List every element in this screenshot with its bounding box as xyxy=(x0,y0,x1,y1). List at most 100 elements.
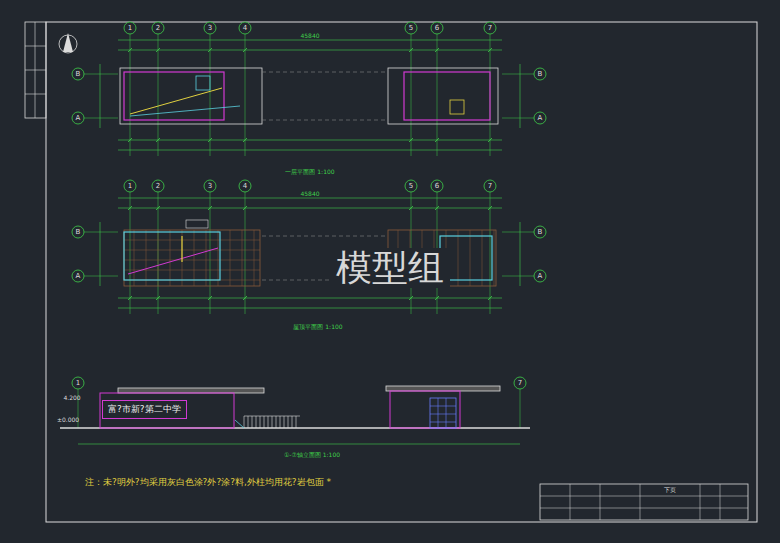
cad-line xyxy=(488,138,492,142)
axis-bubble xyxy=(534,226,546,238)
axis-bubble xyxy=(431,22,443,34)
axis-number: 2 xyxy=(156,25,160,32)
sign-text: 富?市新?第二中学 xyxy=(108,404,181,415)
cad-line xyxy=(206,230,207,286)
axis-bubble xyxy=(405,180,417,192)
axis-number: 4 xyxy=(243,25,247,32)
axis-number: 1 xyxy=(128,25,132,32)
cad-outline xyxy=(124,230,260,286)
cad-line xyxy=(700,484,701,520)
cad-line xyxy=(118,40,502,41)
axis-bubble xyxy=(152,22,164,34)
cad-line xyxy=(194,230,195,286)
axis-number: 7 xyxy=(518,380,522,387)
drawing-label: 4.200 xyxy=(63,395,80,401)
axis-bubble xyxy=(204,180,216,192)
cad-line xyxy=(430,406,456,407)
axis-bubble xyxy=(534,270,546,282)
cad-line xyxy=(118,140,502,141)
cad-line xyxy=(520,64,521,128)
cad-outline xyxy=(388,68,498,124)
cad-line xyxy=(502,276,534,277)
cad-line xyxy=(430,414,456,415)
axis-bubble xyxy=(239,22,251,34)
cad-line xyxy=(230,230,231,286)
cad-line xyxy=(158,192,159,314)
cad-line xyxy=(540,508,748,509)
axis-bubble xyxy=(514,377,526,389)
axis-number: 6 xyxy=(435,25,439,32)
axis-number: A xyxy=(76,115,81,122)
cad-line xyxy=(208,48,212,52)
axis-number: 4 xyxy=(243,183,247,190)
cad-line xyxy=(435,296,439,300)
cad-line xyxy=(296,416,297,428)
cad-line xyxy=(409,206,413,210)
axis-bubble xyxy=(484,22,496,34)
axis-bubble xyxy=(72,112,84,124)
axis-number: A xyxy=(538,115,543,122)
cad-line xyxy=(244,416,300,417)
cad-line xyxy=(482,230,483,286)
cad-line xyxy=(435,48,439,52)
cad-line xyxy=(118,50,502,51)
axis-bubble xyxy=(72,377,84,389)
axis-bubble xyxy=(152,180,164,192)
cad-line xyxy=(208,138,212,142)
drawing-label: 下页 xyxy=(664,487,676,493)
cad-outline xyxy=(120,68,262,124)
axis-number: 3 xyxy=(208,183,212,190)
cad-outline xyxy=(196,76,210,90)
cad-line xyxy=(84,118,118,119)
cad-line xyxy=(540,496,748,497)
cad-outline xyxy=(118,388,264,393)
cad-outline xyxy=(430,398,456,428)
cad-line xyxy=(100,222,101,286)
drawing-label: 屋顶平面图 1:100 xyxy=(293,324,342,330)
cad-line xyxy=(118,308,502,309)
axis-number: A xyxy=(538,273,543,280)
cad-line xyxy=(284,416,285,428)
cad-line xyxy=(244,416,245,428)
cad-line xyxy=(490,192,491,314)
drawing-label: ①-⑦轴立面图 1:100 xyxy=(284,452,340,458)
cad-outline xyxy=(450,100,464,114)
axis-number: 5 xyxy=(409,183,413,190)
cad-line xyxy=(130,192,131,314)
cad-line xyxy=(600,484,601,520)
cad-line xyxy=(470,230,471,286)
cad-line xyxy=(243,138,247,142)
cad-line xyxy=(488,206,492,210)
axis-number: 7 xyxy=(488,25,492,32)
drawing-label: 注：未?明外?均采用灰白色涂?外?涂?料,外柱均用花?岩包面 * xyxy=(85,478,331,487)
cad-line xyxy=(134,230,135,286)
axis-bubble xyxy=(204,22,216,34)
cad-line xyxy=(130,106,240,116)
cad-line xyxy=(100,64,101,128)
cad-line xyxy=(128,248,218,274)
cad-line xyxy=(488,296,492,300)
drawing-label: 一层平面图 1:100 xyxy=(285,169,334,175)
cad-line xyxy=(118,198,502,199)
cad-line xyxy=(208,206,212,210)
cad-line xyxy=(170,230,171,286)
cad-line xyxy=(218,230,219,286)
cad-line xyxy=(128,296,132,300)
cad-line xyxy=(124,250,260,251)
cad-line xyxy=(243,296,247,300)
cad-line xyxy=(118,208,502,209)
cad-line xyxy=(292,416,293,428)
cad-outline xyxy=(124,232,220,280)
cad-outline xyxy=(540,484,748,520)
cad-line xyxy=(502,232,534,233)
cad-line xyxy=(254,230,255,286)
cad-line xyxy=(118,150,502,151)
cad-line xyxy=(245,34,246,156)
cad-line xyxy=(264,416,265,428)
cad-line xyxy=(488,48,492,52)
cad-line xyxy=(35,22,36,118)
cad-line xyxy=(25,70,46,71)
cad-outline xyxy=(100,393,234,428)
axis-number: 2 xyxy=(156,183,160,190)
cad-line xyxy=(243,48,247,52)
